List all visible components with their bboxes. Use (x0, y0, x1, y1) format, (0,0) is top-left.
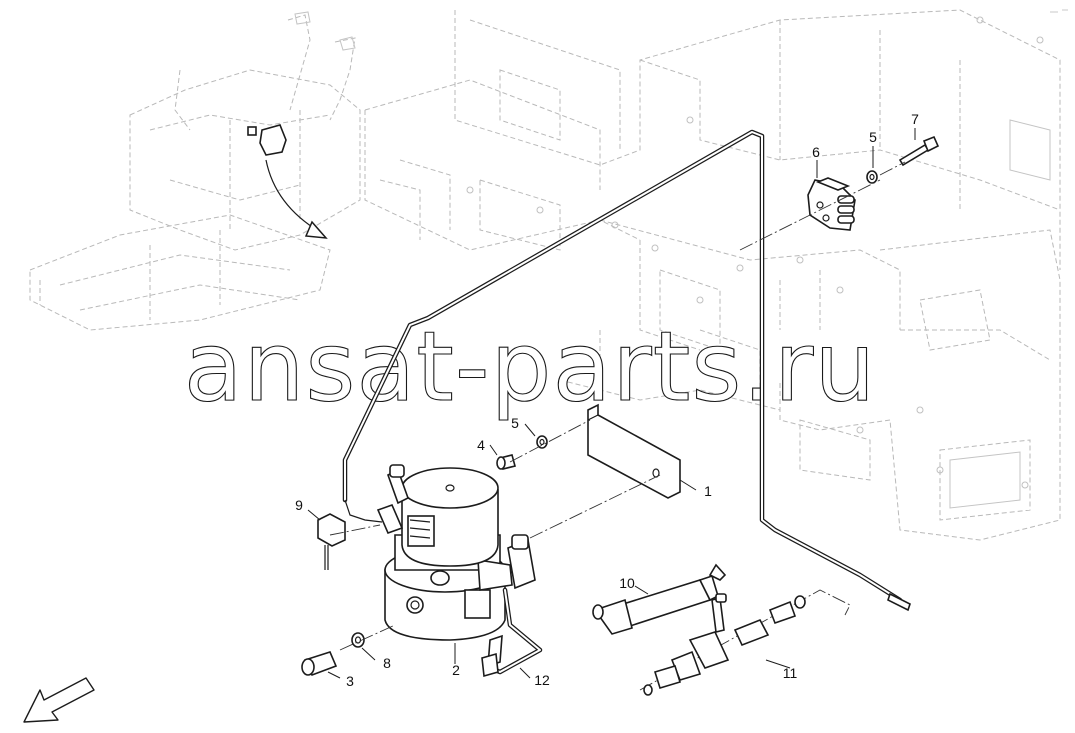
part-11-fitting-kit (639, 589, 851, 696)
callout-11: 11 (783, 665, 798, 681)
callout-leaders (307, 128, 916, 679)
background-bolts (466, 16, 1044, 489)
inset-highlighted-unit (259, 124, 287, 156)
part-12-connecting-tube (481, 652, 499, 678)
part-3-plug-screw (301, 651, 338, 677)
detail-pointer-arrowhead (304, 220, 328, 239)
part-10-hand-pump (592, 563, 727, 635)
callout-3: 3 (346, 673, 354, 689)
callout-6: 6 (812, 144, 820, 160)
view-direction-arrow-icon (23, 677, 95, 723)
callout-1: 1 (704, 483, 712, 499)
part-5-washer-mid (536, 435, 548, 449)
corner-marks (1050, 9, 1068, 13)
part-8-washer-bottom (351, 632, 365, 648)
part-7-long-bolt (898, 135, 940, 167)
location-inset (29, 11, 361, 331)
callout-7: 7 (911, 111, 919, 127)
part-5-washer-top (866, 170, 878, 184)
part-9-pressure-switch (317, 513, 346, 570)
part-4-screw (496, 454, 516, 470)
part-1-mounting-bracket (587, 403, 681, 499)
callout-8: 8 (383, 655, 391, 671)
callout-5-top: 5 (869, 129, 877, 145)
callout-4: 4 (477, 437, 485, 453)
part-2-pump-unit (376, 464, 543, 675)
callout-12: 12 (534, 672, 550, 688)
callout-5-mid: 5 (511, 415, 519, 431)
callout-9: 9 (295, 497, 303, 513)
part-6-distribution-block (807, 177, 856, 231)
background-machine-outline (364, 9, 1061, 541)
callout-10: 10 (619, 575, 635, 591)
hydraulic-pipe (342, 129, 911, 612)
callout-2: 2 (452, 662, 460, 678)
watermark-text: ansat-parts.ru (184, 311, 877, 423)
callout-numbers: 7 5 6 5 4 1 9 10 11 2 8 3 12 (295, 111, 919, 689)
assembly-centerlines (329, 161, 906, 651)
